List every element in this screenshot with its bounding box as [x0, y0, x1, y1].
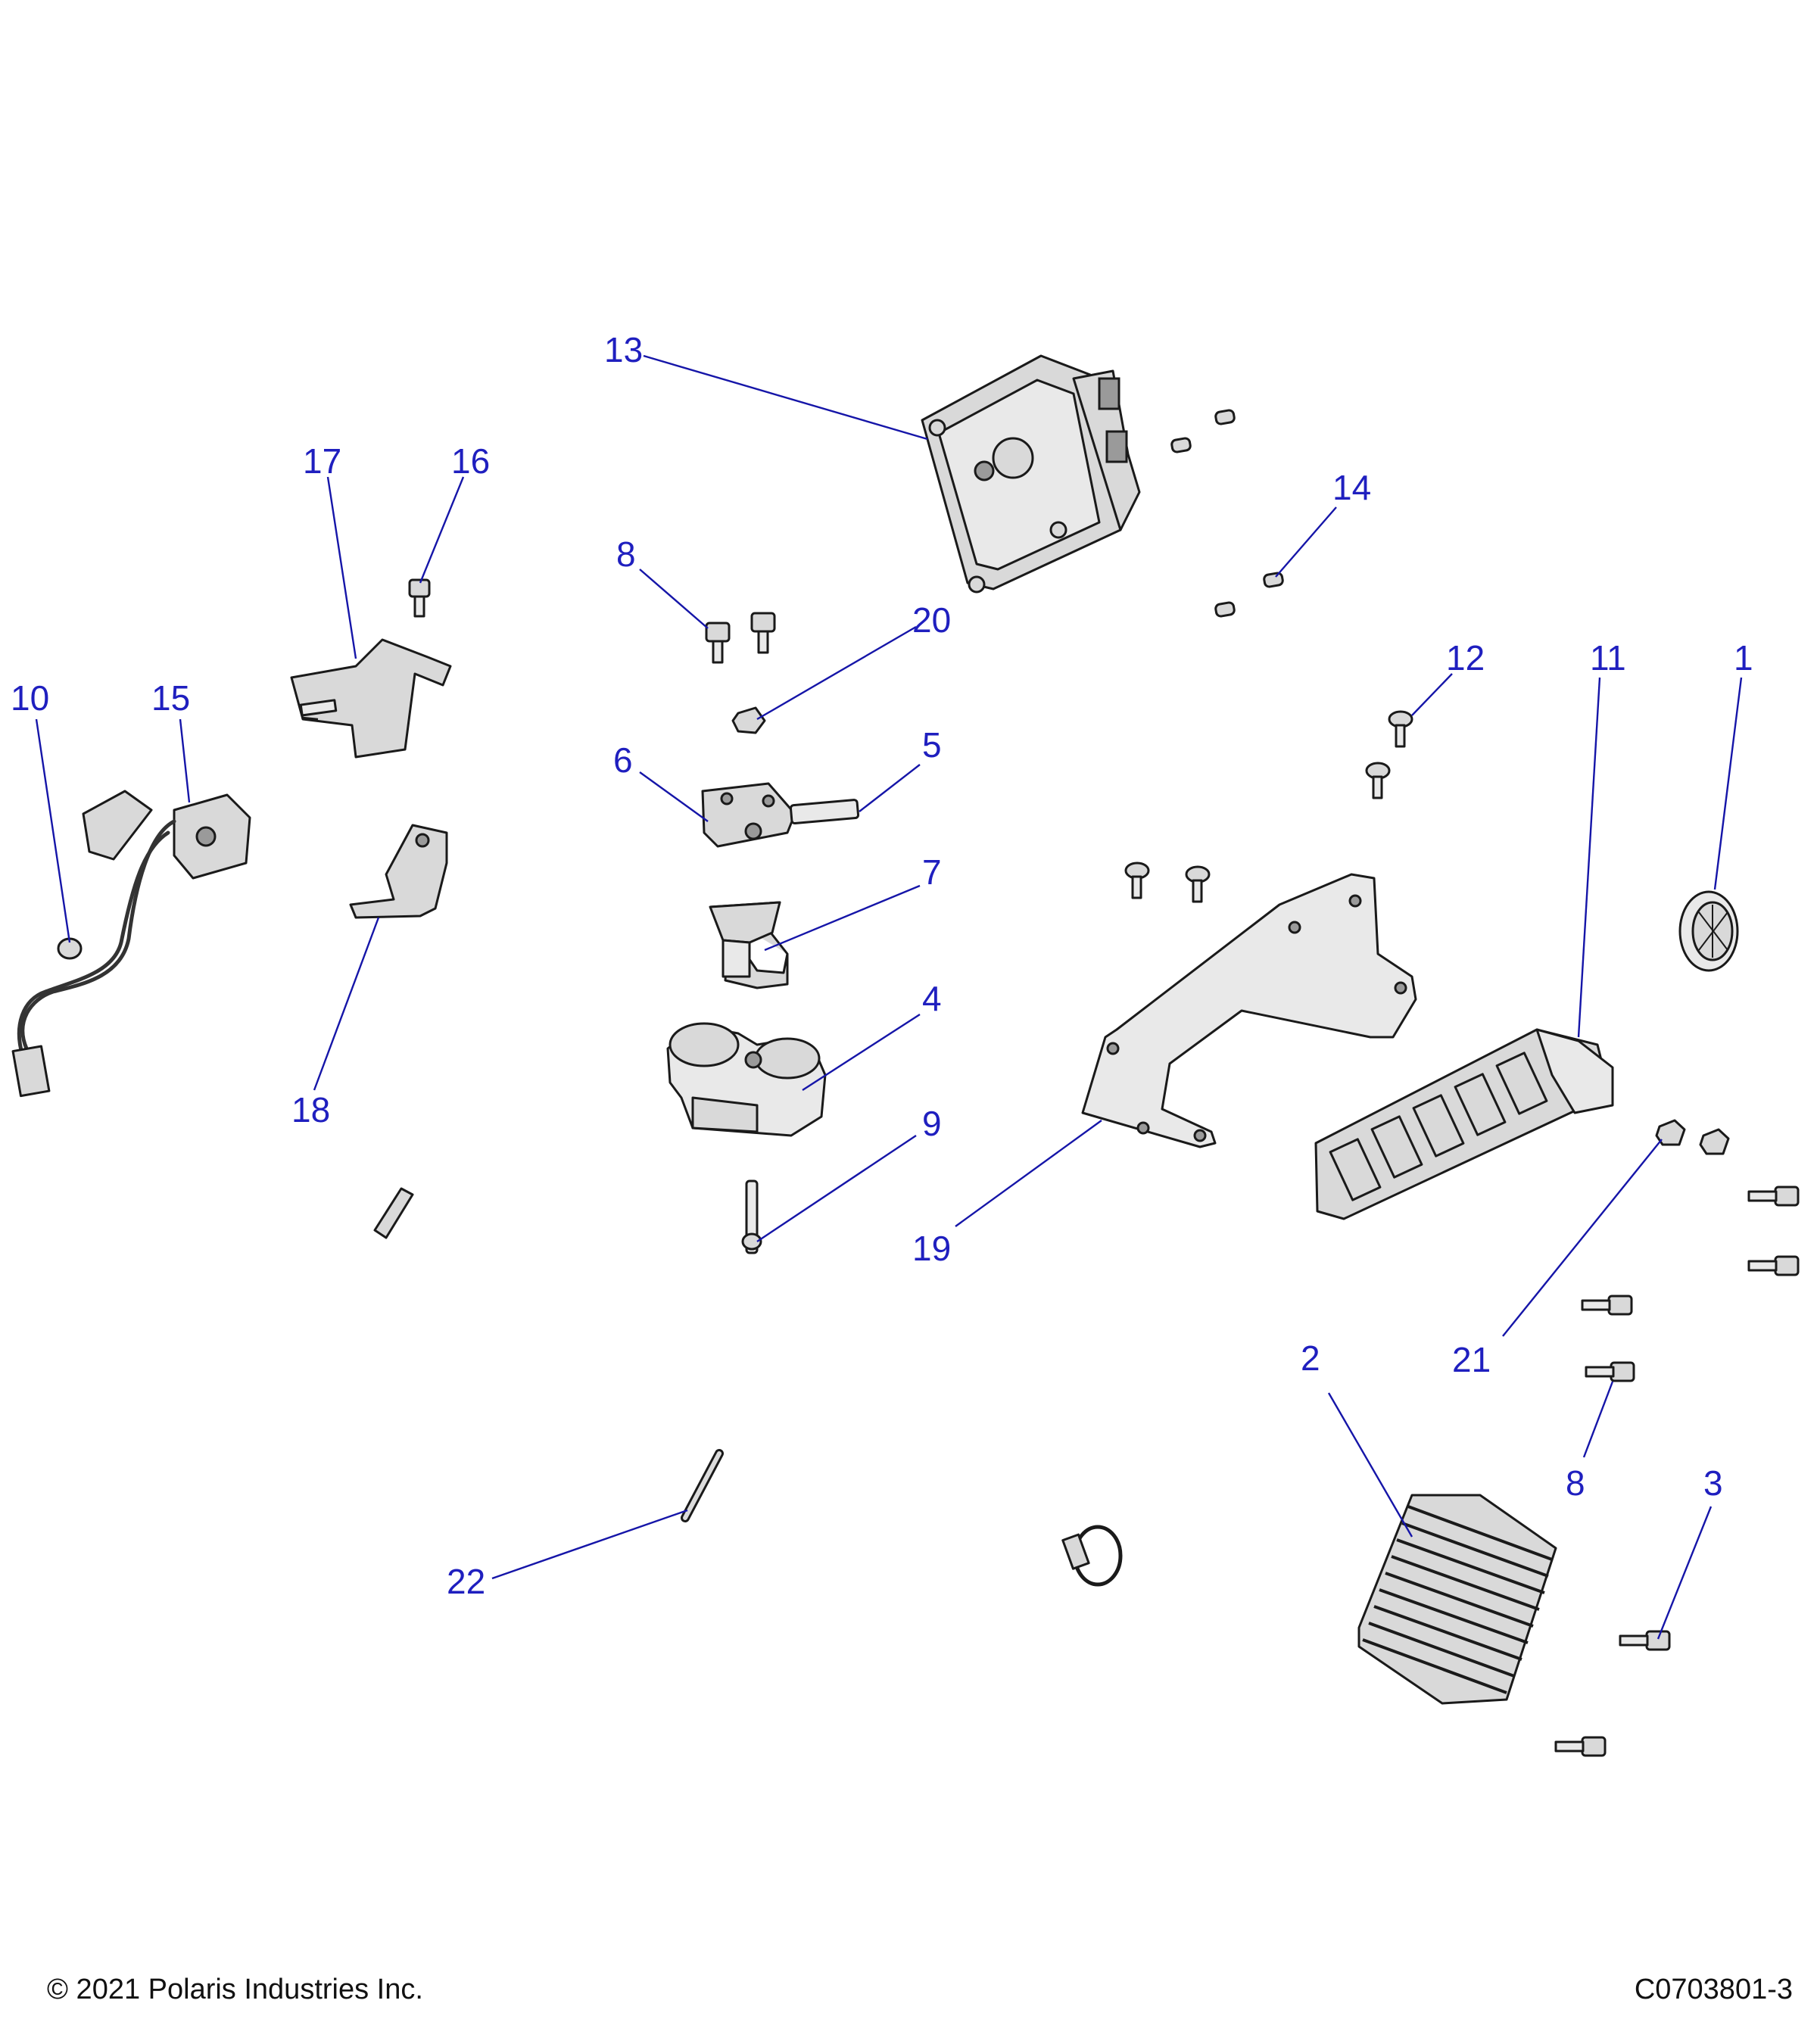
part-7-clip: [709, 901, 789, 989]
callout-5: 5: [922, 725, 942, 765]
part-19-bracket: [1081, 873, 1417, 1148]
callout-9: 9: [922, 1104, 942, 1143]
leader-lines: [35, 354, 1743, 1640]
part-13-ecu: [921, 354, 1141, 594]
part-6-plate: [701, 782, 796, 848]
part-9-bolt: [741, 1179, 762, 1254]
callouts: 13 17 16 8 20 14 12 11 1 10 15 6 5 7 4 1…: [11, 330, 1753, 1601]
part-14-screws: [1170, 409, 1284, 618]
callout-22: 22: [447, 1562, 485, 1601]
loop-clamp: [1061, 1525, 1123, 1587]
callout-12: 12: [1446, 638, 1485, 678]
drawing-number: C0703801-3: [1634, 1974, 1793, 2005]
callout-6: 6: [613, 740, 633, 780]
fastener-clip: [373, 1187, 414, 1239]
part-12-screws: [1365, 710, 1413, 799]
part-21-nuts: [1655, 1119, 1730, 1155]
callout-8-lower: 8: [1566, 1463, 1585, 1503]
callout-7: 7: [922, 852, 942, 892]
callout-2: 2: [1301, 1338, 1320, 1378]
callout-3: 3: [1703, 1463, 1723, 1503]
callout-20: 20: [912, 600, 951, 640]
part-5-sensor: [789, 799, 860, 825]
part-4-ignition-coil: [666, 1022, 827, 1137]
part-15-sensor-harness: [11, 790, 251, 1098]
callout-17: 17: [303, 441, 341, 481]
callout-14: 14: [1332, 468, 1371, 507]
callout-19: 19: [912, 1229, 951, 1268]
callout-13: 13: [604, 330, 643, 369]
copyright-notice: © 2021 Polaris Industries Inc.: [47, 1974, 423, 2005]
part-16-bolt: [408, 578, 431, 618]
callout-8-top: 8: [616, 534, 636, 574]
callout-16: 16: [451, 441, 490, 481]
right-side-bolts: [1581, 1186, 1800, 1316]
part-1-grommet: [1678, 890, 1739, 972]
part-22-cable-tie: [681, 1449, 724, 1522]
callout-1: 1: [1734, 638, 1753, 678]
part-19-screws: [1124, 862, 1211, 903]
part-17-bracket: [290, 638, 452, 759]
callout-15: 15: [151, 678, 190, 718]
callout-4: 4: [922, 979, 942, 1018]
part-8-bolts-top: [705, 612, 776, 664]
part-11-coil-rail: [1314, 1028, 1614, 1220]
callout-11: 11: [1590, 638, 1626, 678]
part-8-bolts-lower: [1585, 1361, 1635, 1382]
callout-21: 21: [1452, 1340, 1491, 1379]
part-18-bracket: [349, 824, 448, 919]
callout-18: 18: [291, 1090, 330, 1129]
part-2-regulator: [1357, 1494, 1557, 1705]
part-3-bolts: [1554, 1630, 1671, 1757]
callout-10: 10: [11, 678, 49, 718]
part-20-nut: [731, 706, 766, 734]
